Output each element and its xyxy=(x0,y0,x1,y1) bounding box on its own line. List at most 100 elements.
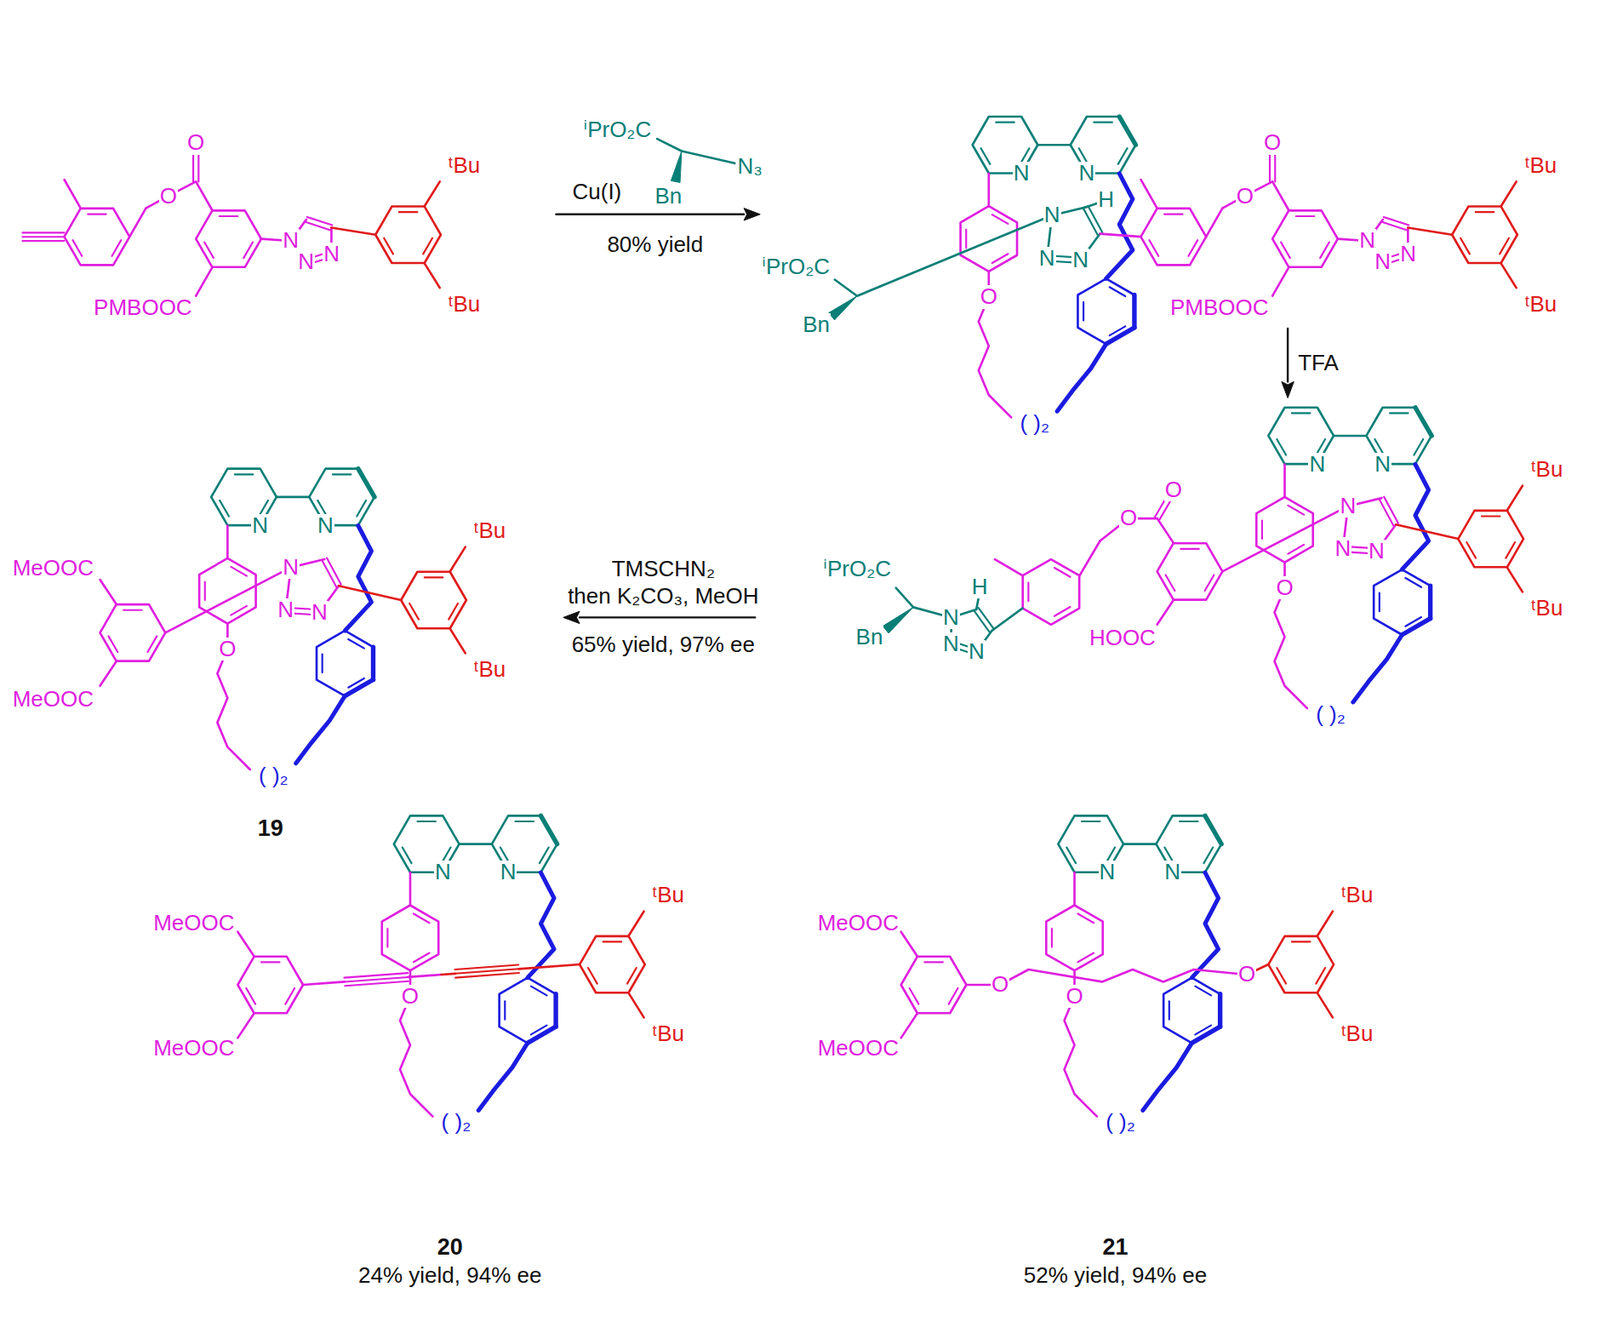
ring-double-bond xyxy=(1118,148,1128,165)
ring-double-bond xyxy=(112,240,122,257)
ring-double-bond xyxy=(1188,240,1198,257)
reaction-arrow xyxy=(1286,328,1289,382)
ring-double-bond xyxy=(948,988,959,1005)
ring-double-bond xyxy=(1194,986,1212,996)
atom-label: O xyxy=(1119,506,1138,530)
aromatic-ring xyxy=(316,630,373,697)
aromatic-ring xyxy=(1157,542,1223,600)
double-bond xyxy=(1379,499,1395,526)
atom-label: PMBOOC xyxy=(92,296,194,320)
aromatic-ring xyxy=(1140,208,1206,265)
arrow-head xyxy=(1281,381,1294,398)
bond-line xyxy=(1073,872,1076,905)
bond-line xyxy=(1131,295,1137,328)
wedge-bond xyxy=(670,150,681,183)
atom-label: HOOC xyxy=(1088,626,1157,650)
aromatic-ring xyxy=(375,206,441,263)
ring-double-bond xyxy=(992,214,1009,224)
atom-label: O xyxy=(1274,576,1294,600)
aromatic-ring xyxy=(64,208,131,265)
atom-label: N xyxy=(1098,860,1117,884)
wedge-bond xyxy=(828,296,858,320)
ring-double-bond xyxy=(1475,211,1494,213)
bond-line xyxy=(896,588,914,608)
ring-double-bond xyxy=(261,960,280,963)
reagent-label: TFA xyxy=(1297,351,1340,375)
ring-double-bond xyxy=(87,213,106,216)
chain-bond xyxy=(296,696,346,764)
wedge-bond xyxy=(882,606,914,634)
ring-double-bond xyxy=(1203,847,1213,864)
ring-double-bond xyxy=(1505,542,1515,559)
atom-label: ᵗBu xyxy=(1340,883,1375,907)
ring-double-bond xyxy=(627,967,637,984)
triple-bond xyxy=(343,972,408,978)
ring-double-bond xyxy=(383,238,394,255)
bond-line xyxy=(628,993,645,1018)
chain-bond xyxy=(1353,634,1403,703)
ring-double-bond xyxy=(1466,542,1476,559)
atom-label: N xyxy=(281,228,300,252)
atom-label: N xyxy=(1333,537,1352,560)
bond-line xyxy=(1428,585,1433,618)
ring-double-bond xyxy=(1296,215,1315,218)
bond-line xyxy=(987,173,990,206)
bond-line xyxy=(1272,267,1289,297)
chain-bond xyxy=(978,297,1012,418)
atom-label: MeOOC xyxy=(11,687,95,711)
atom-label: H xyxy=(1097,188,1115,212)
ring-double-bond xyxy=(1280,242,1291,259)
ring-double-bond xyxy=(1315,967,1326,984)
ring-double-bond xyxy=(409,603,419,620)
bond-line xyxy=(1085,203,1098,208)
ring-double-bond xyxy=(1027,582,1029,601)
ring-double-bond xyxy=(285,988,295,1005)
atom-label: N xyxy=(316,514,335,538)
atom-label: O xyxy=(400,984,420,1008)
ring-double-bond xyxy=(1291,411,1310,414)
aromatic-ring xyxy=(1451,206,1518,263)
bond-line xyxy=(901,1013,918,1039)
bond-line xyxy=(976,598,979,610)
atom-label: ᵗBu xyxy=(1524,292,1559,316)
aromatic-ring xyxy=(1373,569,1430,635)
ring-double-bond xyxy=(73,240,83,257)
atom-label: ( )₂ xyxy=(1314,702,1347,726)
atom-label: ᵗBu xyxy=(651,883,686,907)
compound-number: 20 xyxy=(436,1234,464,1259)
bond-line xyxy=(1205,815,1222,844)
aromatic-ring xyxy=(1077,278,1134,344)
bond-line xyxy=(1140,179,1157,209)
ring-double-bond xyxy=(1081,820,1100,823)
aromatic-ring xyxy=(1163,977,1220,1044)
compound-number: 19 xyxy=(257,816,285,840)
bond-line xyxy=(1401,618,1430,635)
bond-line xyxy=(459,842,492,846)
aromatic-ring xyxy=(960,205,1018,272)
double-bond xyxy=(974,611,990,633)
bond-line xyxy=(450,628,466,654)
ring-double-bond xyxy=(531,986,548,996)
ring-double-bond xyxy=(1051,928,1053,947)
chain-bond xyxy=(1057,343,1107,412)
atom-label: N xyxy=(499,860,518,884)
aromatic-ring xyxy=(1457,510,1524,567)
ring-double-bond xyxy=(909,988,920,1005)
bond-line xyxy=(100,661,117,686)
atom-label: N xyxy=(276,598,295,622)
bond-line xyxy=(424,181,440,206)
atom-label: N xyxy=(1078,161,1097,185)
triple-bond xyxy=(344,981,409,987)
ring-double-bond xyxy=(503,1000,506,1019)
bond-line xyxy=(1415,407,1432,436)
arrow-head xyxy=(743,208,760,221)
ring-double-bond xyxy=(1054,606,1071,617)
chain-bond xyxy=(344,525,372,630)
ring-double-bond xyxy=(965,229,967,248)
reagent-label: Cu(I) xyxy=(571,180,623,204)
atom-label: O xyxy=(1262,131,1282,155)
bond-line xyxy=(1080,540,1101,576)
atom-label: N xyxy=(1071,248,1090,272)
chain-bond xyxy=(400,995,433,1116)
